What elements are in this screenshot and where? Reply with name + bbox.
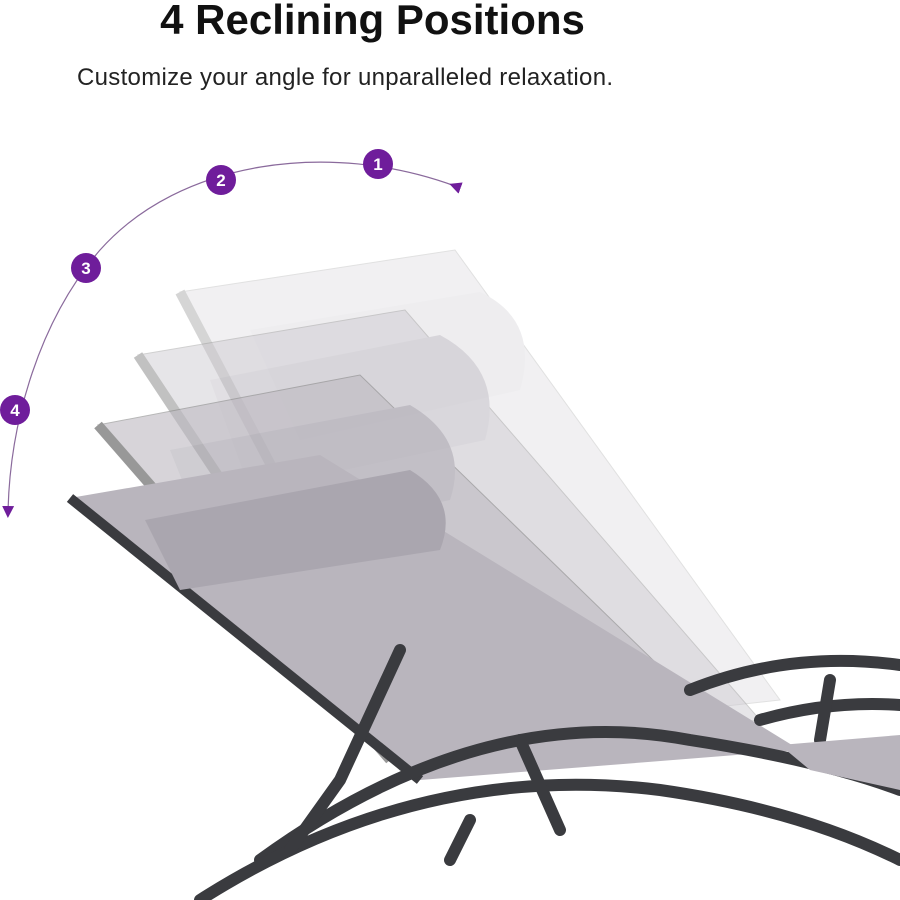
page-subtitle: Customize your angle for unparalleled re… <box>77 64 614 91</box>
seat-fabric <box>780 735 900 790</box>
svg-text:4: 4 <box>10 401 20 420</box>
position-badge-4: 4 <box>0 395 30 425</box>
page-title: 4 Reclining Positions <box>160 0 585 43</box>
svg-text:1: 1 <box>373 155 382 174</box>
position-badge-3: 3 <box>71 253 101 283</box>
svg-text:3: 3 <box>81 259 90 278</box>
position-badge-2: 2 <box>206 165 236 195</box>
position-badge-1: 1 <box>363 149 393 179</box>
svg-text:2: 2 <box>216 171 225 190</box>
